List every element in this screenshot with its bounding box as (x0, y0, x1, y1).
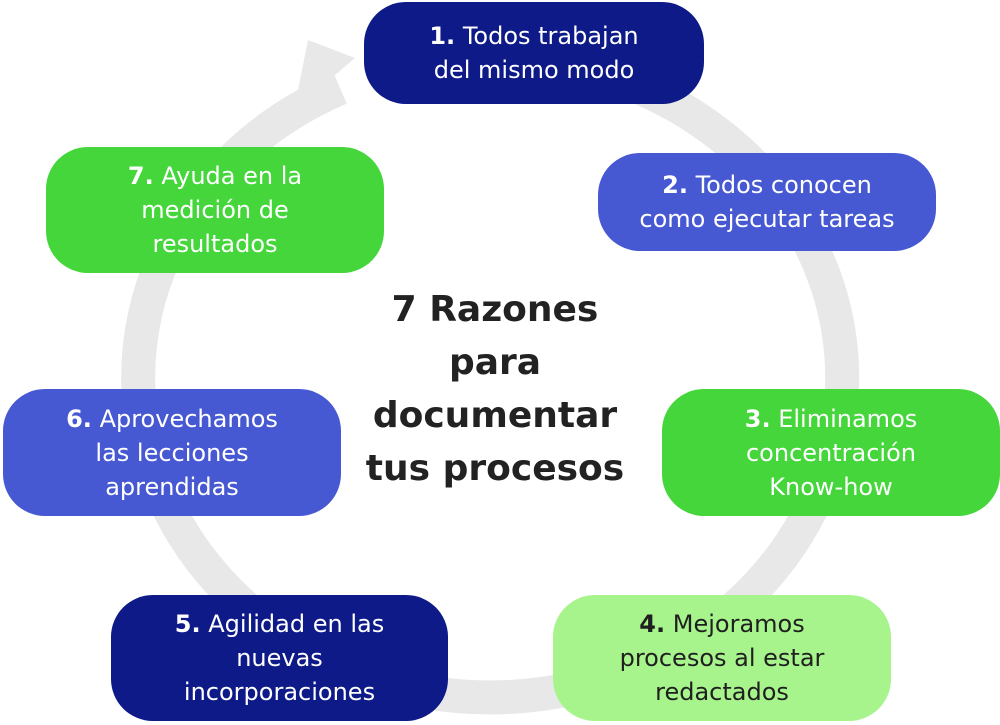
node-number: 4. (639, 610, 666, 638)
arrow-head-icon (294, 40, 355, 110)
title-line: documentar (372, 395, 618, 436)
node-line: medición de (141, 196, 289, 224)
node-text: Mejoramos (672, 610, 805, 638)
node-line: 6. Aprovechamos (66, 402, 278, 436)
node-number: 1. (429, 22, 456, 50)
node-line: incorporaciones (183, 678, 376, 706)
node-line: Know-how (769, 472, 893, 501)
node-text: Todos trabajan (462, 22, 639, 50)
node-number: 5. (174, 610, 201, 638)
node-line: concentración (745, 438, 916, 467)
node-number: 7. (127, 162, 154, 190)
reason-1-node: 1. Todos trabajan del mismo modo (364, 2, 704, 104)
node-text: Ayuda en la (161, 162, 303, 190)
node-text: Eliminamos (778, 404, 918, 433)
node-line: redactados (655, 678, 789, 706)
node-line: 3. Eliminamos (745, 402, 918, 436)
node-line: 5. Agilidad en las (175, 607, 384, 641)
node-line: procesos al estar (619, 644, 825, 672)
node-text: Aprovechamos (99, 404, 278, 433)
node-line: 2. Todos conocen (662, 168, 872, 202)
node-line: como ejecutar tareas (639, 205, 895, 233)
diagram-title: 7 Razones para documentar tus procesos (330, 283, 660, 495)
title-line: tus procesos (365, 448, 625, 489)
reason-7-node: 7. Ayuda en la medición de resultados (46, 147, 384, 273)
node-line: resultados (152, 230, 278, 258)
node-line: nuevas (236, 644, 323, 672)
node-number: 6. (66, 404, 92, 433)
node-number: 2. (662, 171, 688, 199)
node-text: Todos conocen (695, 171, 872, 199)
node-line: las lecciones (95, 438, 249, 467)
reason-4-node: 4. Mejoramos procesos al estar redactado… (553, 595, 891, 721)
node-line: 1. Todos trabajan (429, 19, 638, 53)
title-line: 7 Razones (391, 289, 599, 330)
reason-6-node: 6. Aprovechamos las lecciones aprendidas (3, 389, 341, 516)
node-text: Agilidad en las (208, 610, 385, 638)
reason-5-node: 5. Agilidad en las nuevas incorporacione… (111, 595, 448, 721)
reason-3-node: 3. Eliminamos concentración Know-how (662, 389, 1000, 516)
node-number: 3. (744, 404, 771, 433)
node-line: aprendidas (105, 472, 239, 501)
node-line: 7. Ayuda en la (128, 159, 302, 193)
node-line: del mismo modo (433, 56, 635, 84)
title-line: para (448, 342, 542, 383)
reason-2-node: 2. Todos conocen como ejecutar tareas (598, 153, 936, 251)
node-line: 4. Mejoramos (639, 607, 804, 641)
